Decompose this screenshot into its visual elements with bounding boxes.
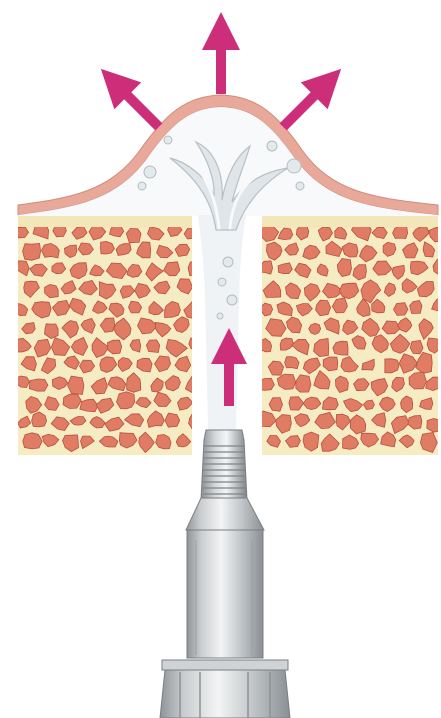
bone-cell <box>285 357 299 369</box>
hydraulic-instrument <box>160 430 290 718</box>
cortical-strip-right <box>262 216 438 228</box>
bone-cell <box>108 340 122 354</box>
bone-cell <box>23 243 41 260</box>
bone-cell <box>385 359 399 373</box>
bone-cell <box>156 435 171 449</box>
bone-cell <box>29 379 48 391</box>
bone-cell <box>16 376 30 388</box>
bone-cell <box>126 229 141 243</box>
bone-cell <box>117 392 135 409</box>
bone-cell <box>410 341 423 354</box>
arrow-up-icon <box>202 12 240 94</box>
bone-cell <box>146 340 159 353</box>
cortical-strip-left <box>18 216 192 228</box>
bone-cell <box>165 413 180 427</box>
bone-cell <box>394 303 408 316</box>
